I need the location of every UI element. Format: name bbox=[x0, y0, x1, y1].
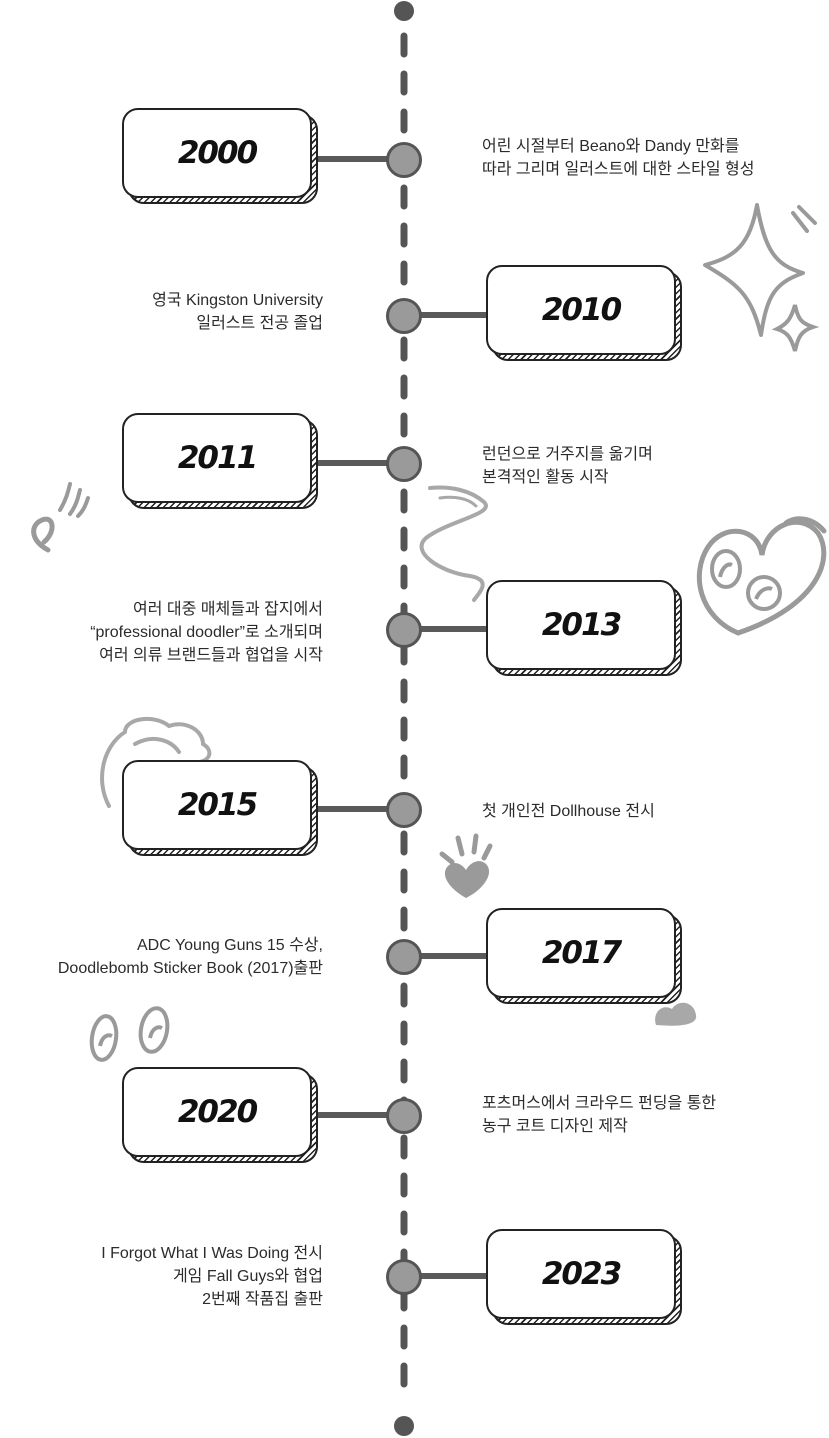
timeline-node-2000 bbox=[386, 142, 422, 178]
description-line: 일러스트 전공 졸업 bbox=[196, 315, 323, 332]
description-2013: 여러 대중 매체들과 잡지에서 “professional doodler”로 … bbox=[90, 598, 323, 667]
description-line: I Forgot What I Was Doing 전시 bbox=[101, 1245, 323, 1262]
connector-2023 bbox=[414, 1273, 488, 1279]
timeline-node-2011 bbox=[386, 446, 422, 482]
year-label: 2000 bbox=[177, 135, 258, 171]
connector-2013 bbox=[414, 626, 488, 632]
description-2023: I Forgot What I Was Doing 전시 게임 Fall Guy… bbox=[101, 1242, 323, 1311]
card-face: 2013 bbox=[486, 580, 676, 670]
year-card-2010: 2010 bbox=[486, 265, 682, 361]
description-line: 따라 그리며 일러스트에 대한 스타일 형성 bbox=[482, 161, 755, 178]
description-line: ADC Young Guns 15 수상, bbox=[137, 937, 323, 954]
connector-2015 bbox=[316, 806, 394, 812]
description-2011: 런던으로 거주지를 옮기며 본격적인 활동 시작 bbox=[482, 443, 653, 489]
card-face: 2017 bbox=[486, 908, 676, 998]
description-line: 포츠머스에서 크라우드 펀딩을 통한 bbox=[482, 1095, 717, 1112]
description-line: “professional doodler”로 소개되며 bbox=[90, 624, 323, 641]
connector-2010 bbox=[414, 312, 488, 318]
connector-2017 bbox=[414, 953, 488, 959]
description-line: 첫 개인전 Dollhouse 전시 bbox=[482, 803, 655, 820]
card-face: 2023 bbox=[486, 1229, 676, 1319]
year-label: 2011 bbox=[177, 440, 258, 476]
connector-2011 bbox=[316, 460, 394, 466]
year-label: 2017 bbox=[541, 935, 622, 971]
description-line: 여러 의류 브랜드들과 협업을 시작 bbox=[99, 647, 323, 664]
year-label: 2013 bbox=[541, 607, 622, 643]
year-card-2023: 2023 bbox=[486, 1229, 682, 1325]
description-line: Doodlebomb Sticker Book (2017)출판 bbox=[57, 960, 323, 977]
year-label: 2023 bbox=[541, 1256, 622, 1292]
description-2017: ADC Young Guns 15 수상, Doodlebomb Sticker… bbox=[58, 934, 323, 980]
splat-heart-doodle-icon bbox=[439, 833, 493, 898]
description-line: 런던으로 거주지를 옮기며 bbox=[482, 446, 653, 463]
timeline-node-2020 bbox=[386, 1098, 422, 1134]
eyes-doodle-icon bbox=[89, 1006, 170, 1062]
timeline-axis bbox=[400, 32, 408, 1408]
description-line: 본격적인 활동 시작 bbox=[482, 469, 609, 486]
timeline-node-2023 bbox=[386, 1259, 422, 1295]
card-face: 2000 bbox=[122, 108, 312, 198]
connector-2000 bbox=[316, 156, 394, 162]
wind-squiggle-doodle-icon bbox=[419, 485, 488, 602]
cloud-doodle-icon bbox=[100, 716, 212, 808]
year-card-2000: 2000 bbox=[122, 108, 318, 204]
description-2020: 포츠머스에서 크라우드 펀딩을 통한 농구 코트 디자인 제작 bbox=[482, 1092, 716, 1138]
description-line: 농구 코트 디자인 제작 bbox=[482, 1118, 628, 1135]
year-label: 2015 bbox=[177, 787, 258, 823]
description-2015: 첫 개인전 Dollhouse 전시 bbox=[482, 800, 655, 823]
timeline-node-2010 bbox=[386, 298, 422, 334]
timeline-node-2013 bbox=[386, 612, 422, 648]
year-label: 2010 bbox=[541, 292, 622, 328]
squiggle-doodle-icon bbox=[31, 482, 90, 553]
year-card-2011: 2011 bbox=[122, 413, 318, 509]
timeline-node-2017 bbox=[386, 939, 422, 975]
year-card-2017: 2017 bbox=[486, 908, 682, 1004]
description-line: 여러 대중 매체들과 잡지에서 bbox=[133, 601, 323, 618]
year-label: 2020 bbox=[177, 1094, 258, 1130]
card-face: 2010 bbox=[486, 265, 676, 355]
description-line: 영국 Kingston University bbox=[152, 292, 323, 309]
heart-eyes-doodle-icon bbox=[696, 516, 827, 636]
description-line: 어린 시절부터 Beano와 Dandy 만화를 bbox=[482, 138, 740, 155]
year-card-2015: 2015 bbox=[122, 760, 318, 856]
year-card-2013: 2013 bbox=[486, 580, 682, 676]
description-line: 2번째 작품집 출판 bbox=[202, 1291, 323, 1308]
description-2000: 어린 시절부터 Beano와 Dandy 만화를 따라 그리며 일러스트에 대한… bbox=[482, 135, 754, 181]
year-card-2020: 2020 bbox=[122, 1067, 318, 1163]
timeline-top-cap bbox=[394, 1, 414, 21]
timeline-node-2015 bbox=[386, 792, 422, 828]
card-face: 2015 bbox=[122, 760, 312, 850]
small-blob-doodle-icon bbox=[655, 1002, 697, 1026]
card-face: 2011 bbox=[122, 413, 312, 503]
card-face: 2020 bbox=[122, 1067, 312, 1157]
sparkle-doodle-icon bbox=[703, 203, 820, 352]
connector-2020 bbox=[316, 1112, 394, 1118]
description-2010: 영국 Kingston University 일러스트 전공 졸업 bbox=[152, 289, 323, 335]
description-line: 게임 Fall Guys와 협업 bbox=[172, 1268, 323, 1285]
timeline-bottom-cap bbox=[394, 1416, 414, 1436]
